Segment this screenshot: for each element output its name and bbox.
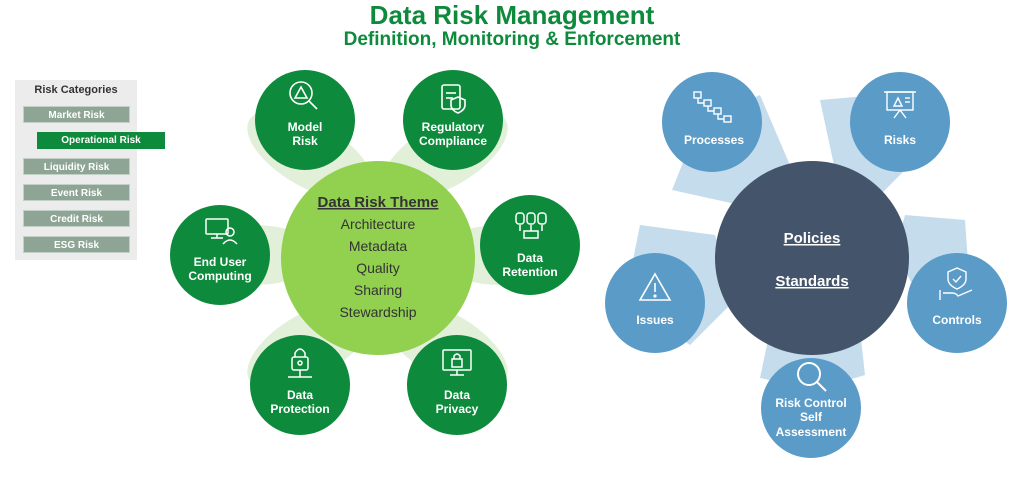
node-label-line: Privacy bbox=[436, 402, 479, 416]
monitor-lock-icon bbox=[442, 349, 472, 376]
center-item-stewardship: Stewardship bbox=[339, 304, 416, 320]
flowchart-icon bbox=[693, 91, 732, 123]
category-liquidity-risk[interactable]: Liquidity Risk bbox=[23, 158, 130, 175]
node-processes[interactable]: Processes bbox=[662, 72, 762, 172]
category-esg-risk[interactable]: ESG Risk bbox=[23, 236, 130, 253]
node-label-line: Data bbox=[287, 388, 313, 402]
center-item-sharing: Sharing bbox=[354, 282, 402, 298]
category-credit-risk[interactable]: Credit Risk bbox=[23, 210, 130, 227]
user-computer-icon bbox=[205, 218, 238, 245]
node-label-line: Protection bbox=[270, 402, 329, 416]
node-data-protection[interactable]: Data Protection bbox=[250, 335, 350, 435]
node-issues[interactable]: Issues bbox=[605, 253, 705, 353]
node-controls[interactable]: Controls bbox=[907, 253, 1007, 353]
node-label-line: Risk Control bbox=[775, 396, 846, 410]
node-label-line: Controls bbox=[932, 313, 982, 327]
category-market-risk[interactable]: Market Risk bbox=[23, 106, 130, 123]
node-risks[interactable]: Risks bbox=[850, 72, 950, 172]
node-model-risk[interactable]: Model Risk bbox=[255, 70, 355, 170]
magnifier-icon bbox=[797, 362, 827, 392]
category-operational-risk[interactable]: Operational Risk bbox=[37, 132, 165, 149]
active-category-arrow-icon bbox=[150, 133, 163, 147]
center-title: Data Risk Theme bbox=[318, 194, 439, 211]
node-label-line: Compliance bbox=[419, 134, 487, 148]
magnifier-warning-icon bbox=[289, 81, 318, 110]
node-data-retention[interactable]: Data Retention bbox=[480, 195, 580, 295]
policies-standards-center: Policies Standards bbox=[715, 161, 909, 355]
page-subtitle: Definition, Monitoring & Enforcement bbox=[343, 29, 681, 50]
center-standards: Standards bbox=[775, 273, 848, 290]
center-item-metadata: Metadata bbox=[349, 238, 408, 254]
category-event-risk[interactable]: Event Risk bbox=[23, 184, 130, 201]
node-label-line: Data bbox=[444, 388, 470, 402]
risk-categories-heading: Risk Categories bbox=[34, 84, 118, 96]
node-label-line: Assessment bbox=[776, 425, 847, 439]
node-data-privacy[interactable]: Data Privacy bbox=[407, 335, 507, 435]
node-label-line: Self bbox=[800, 410, 823, 424]
hand-shield-icon bbox=[939, 267, 973, 300]
risk-categories-panel: Risk Categories Market Risk Operational … bbox=[15, 80, 165, 260]
clipboard-shield-icon bbox=[441, 84, 466, 114]
data-risk-theme-center: Data Risk Theme Architecture Metadata Qu… bbox=[281, 161, 475, 355]
node-label-line: Processes bbox=[684, 133, 744, 147]
padlock-network-icon bbox=[288, 348, 312, 378]
page-title: Data Risk Management bbox=[369, 0, 655, 30]
node-label-line: Computing bbox=[188, 269, 251, 283]
node-label-line: End User bbox=[194, 255, 247, 269]
warning-triangle-icon bbox=[638, 272, 672, 301]
node-label-line: Issues bbox=[636, 313, 674, 327]
center-policies: Policies bbox=[784, 230, 841, 247]
database-icon bbox=[515, 212, 547, 239]
node-label-line: Risk bbox=[292, 134, 318, 148]
node-regulatory-compliance[interactable]: Regulatory Compliance bbox=[403, 70, 503, 170]
node-label-line: Regulatory bbox=[422, 120, 485, 134]
node-label-line: Data bbox=[517, 251, 543, 265]
node-label-line: Retention bbox=[502, 265, 557, 279]
node-end-user-computing[interactable]: End User Computing bbox=[170, 205, 270, 305]
center-item-quality: Quality bbox=[356, 260, 400, 276]
node-label-line: Risks bbox=[884, 133, 916, 147]
node-label-line: Model bbox=[288, 120, 323, 134]
node-risk-control-self-assessment[interactable]: Risk Control Self Assessment bbox=[761, 358, 861, 458]
presentation-warning-icon bbox=[884, 91, 916, 119]
center-item-architecture: Architecture bbox=[341, 216, 416, 232]
